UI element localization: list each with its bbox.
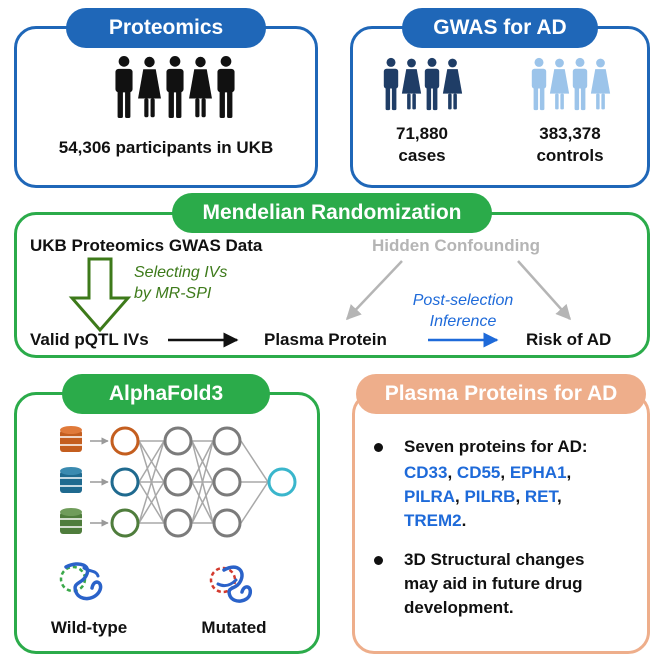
mr-valid-ivs: Valid pQTL IVs	[30, 330, 149, 349]
output-node	[267, 467, 297, 497]
confounding-to-protein-arrow	[345, 260, 403, 321]
mr-data-source: UKB Proteomics GWAS Data	[30, 236, 263, 255]
mr-post-line2: Inference	[429, 313, 497, 330]
plasma-title: Plasma Proteins for AD	[356, 374, 646, 414]
mr-hidden-confounding: Hidden Confounding	[372, 236, 541, 255]
bullet2-line2: may aid in future drug	[404, 574, 583, 593]
bullet1-intro: Seven proteins for AD:	[404, 437, 588, 456]
protein-list: CD33, CD55, EPHA1, PILRA, PILRB, RET, TR…	[404, 463, 572, 530]
protein-pilra: PILRA	[404, 487, 455, 506]
database-icon-orange	[60, 426, 82, 452]
network-edges	[138, 440, 269, 524]
alphafold-title: AlphaFold3	[62, 374, 270, 414]
protein-ret: RET	[524, 487, 558, 506]
bullet-1	[374, 443, 383, 452]
controls-label: controls	[536, 146, 604, 165]
mutated-label: Mutated	[201, 618, 267, 637]
input-node	[110, 508, 140, 538]
mr-selecting-line1: Selecting IVs	[134, 264, 228, 281]
protein-pilrb: PILRB	[464, 487, 516, 506]
protein-cd55: CD55	[456, 463, 501, 482]
cases-label: cases	[398, 146, 446, 165]
wild-type-label: Wild-type	[50, 618, 128, 637]
input-node	[110, 426, 140, 456]
proteomics-title: Proteomics	[66, 8, 266, 48]
input-arrows	[90, 437, 109, 527]
mr-risk: Risk of AD	[526, 330, 612, 349]
input-node	[110, 467, 140, 497]
mr-post-line1: Post-selection	[412, 292, 514, 309]
mr-plasma-protein: Plasma Protein	[264, 330, 387, 349]
controls-count: 383,378	[539, 124, 601, 143]
bullet-2	[374, 556, 383, 565]
mr-selecting-line2: by MR-SPI	[134, 285, 212, 302]
gwas-title: GWAS for AD	[402, 8, 598, 48]
bullet2-line3: development.	[404, 598, 514, 617]
protein-cd33: CD33	[404, 463, 448, 482]
database-icon-blue	[60, 467, 82, 493]
database-icon-green	[60, 508, 82, 534]
selecting-arrow-icon	[68, 257, 132, 333]
participants-label: 54,306 participants in UKB	[58, 138, 274, 157]
hidden-nodes	[163, 426, 242, 538]
mutated-protein-icon	[209, 565, 253, 603]
mr-title: Mendelian Randomization	[172, 193, 492, 233]
bullet2-line1: 3D Structural changes	[404, 550, 585, 569]
wild-type-protein-icon	[59, 562, 103, 601]
confounding-to-risk-arrow	[517, 260, 572, 321]
protein-epha1: EPHA1	[509, 463, 567, 482]
protein-trem2: TREM2	[404, 511, 462, 530]
cases-count: 71,880	[396, 124, 448, 143]
